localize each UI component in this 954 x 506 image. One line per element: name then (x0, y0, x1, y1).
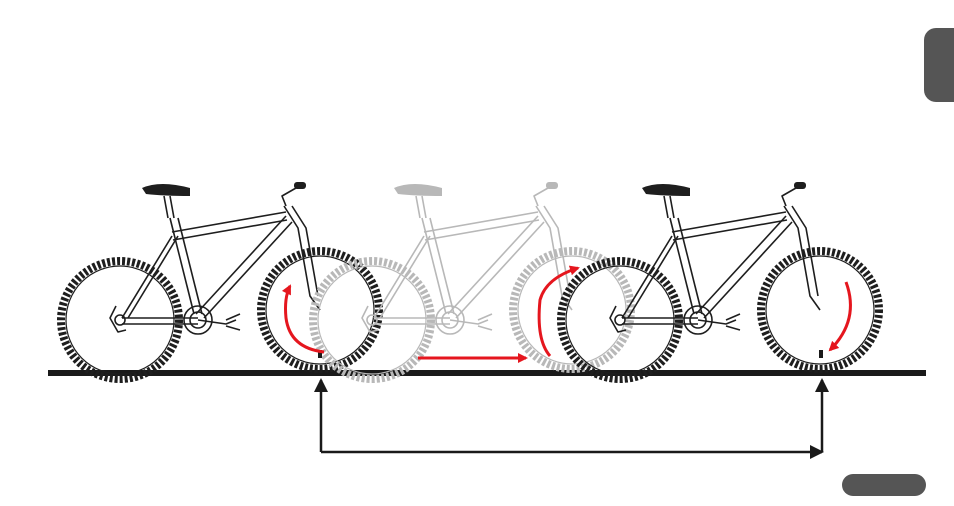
valve-marker-end (819, 350, 823, 358)
rotation-arrow-front-end (830, 282, 850, 350)
